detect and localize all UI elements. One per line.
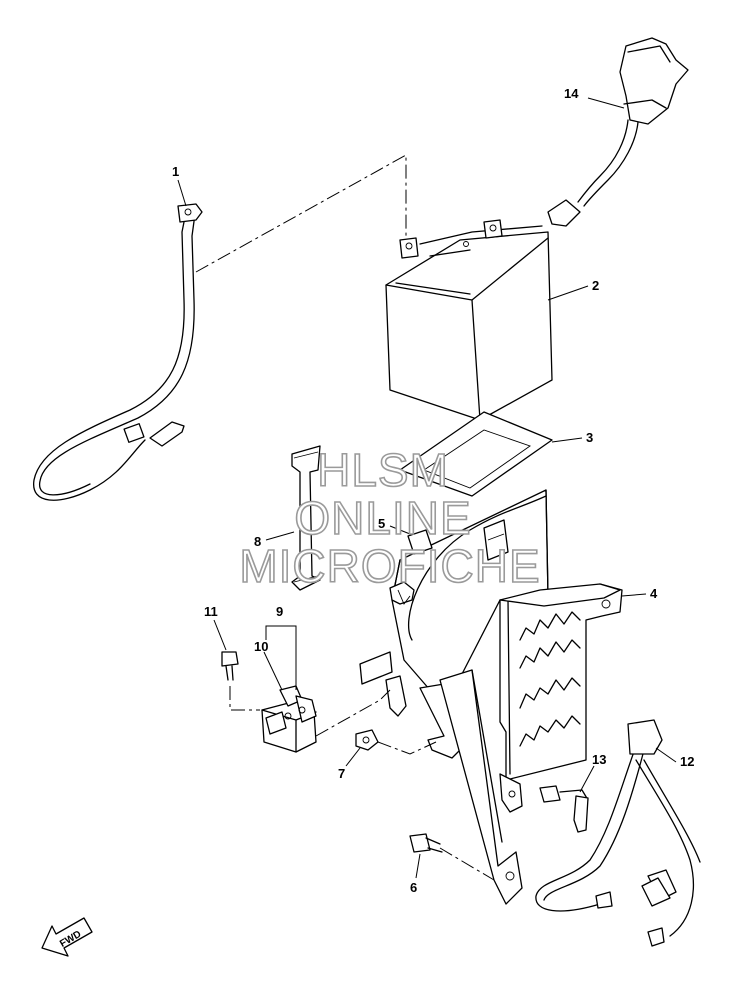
part-number-10[interactable]: 10 xyxy=(254,639,268,654)
leader-9 xyxy=(265,625,297,690)
part-number-11[interactable]: 11 xyxy=(204,604,218,619)
assembly-line-nut xyxy=(377,741,437,755)
fwd-arrow xyxy=(41,917,93,957)
clip xyxy=(407,529,433,555)
leader-1 xyxy=(177,179,187,207)
bracket-bolt xyxy=(409,833,443,853)
part-number-14[interactable]: 14 xyxy=(564,86,579,101)
watermark-line-1: HLSM xyxy=(317,444,449,496)
leader-13 xyxy=(579,765,595,793)
nut xyxy=(355,729,379,751)
assembly-line-relay xyxy=(229,686,260,711)
part-number-8[interactable]: 8 xyxy=(254,534,261,549)
sub-wire-harness xyxy=(535,719,701,947)
part-number-9[interactable]: 9 xyxy=(276,604,283,619)
dc-outlet xyxy=(547,37,689,227)
leader-10 xyxy=(263,651,283,691)
cable-connection-line xyxy=(195,154,407,273)
battery-box xyxy=(359,489,623,905)
watermark-line-2: ONLINE xyxy=(294,492,471,544)
leader-12 xyxy=(655,747,677,763)
part-number-6[interactable]: 6 xyxy=(410,880,417,895)
leader-2 xyxy=(547,285,589,301)
leader-14 xyxy=(587,97,625,109)
battery xyxy=(385,219,553,421)
part-number-4[interactable]: 4 xyxy=(650,586,658,601)
leader-5 xyxy=(389,525,411,535)
part-number-12[interactable]: 12 xyxy=(680,754,694,769)
leader-3 xyxy=(551,437,583,443)
assembly-line-bolt xyxy=(439,847,495,881)
part-number-7[interactable]: 7 xyxy=(338,766,345,781)
part-number-2[interactable]: 2 xyxy=(592,278,599,293)
battery-negative-cable xyxy=(33,203,203,501)
battery-band xyxy=(291,445,321,591)
leader-8 xyxy=(265,531,295,541)
starter-relay xyxy=(261,685,317,753)
fuse-holder xyxy=(539,785,589,833)
part-number-13[interactable]: 13 xyxy=(592,752,606,767)
leader-4 xyxy=(621,593,647,597)
battery-pad xyxy=(399,411,553,497)
assembly-line-relay-bracket xyxy=(315,689,391,737)
leader-6 xyxy=(415,853,421,879)
watermark-line-3: MICROFICHE xyxy=(239,540,540,592)
leader-7 xyxy=(345,747,361,767)
leader-11 xyxy=(213,619,227,651)
relay-bolt xyxy=(221,651,239,681)
part-number-5[interactable]: 5 xyxy=(378,516,385,531)
part-number-3[interactable]: 3 xyxy=(586,430,593,445)
part-number-1[interactable]: 1 xyxy=(172,164,179,179)
